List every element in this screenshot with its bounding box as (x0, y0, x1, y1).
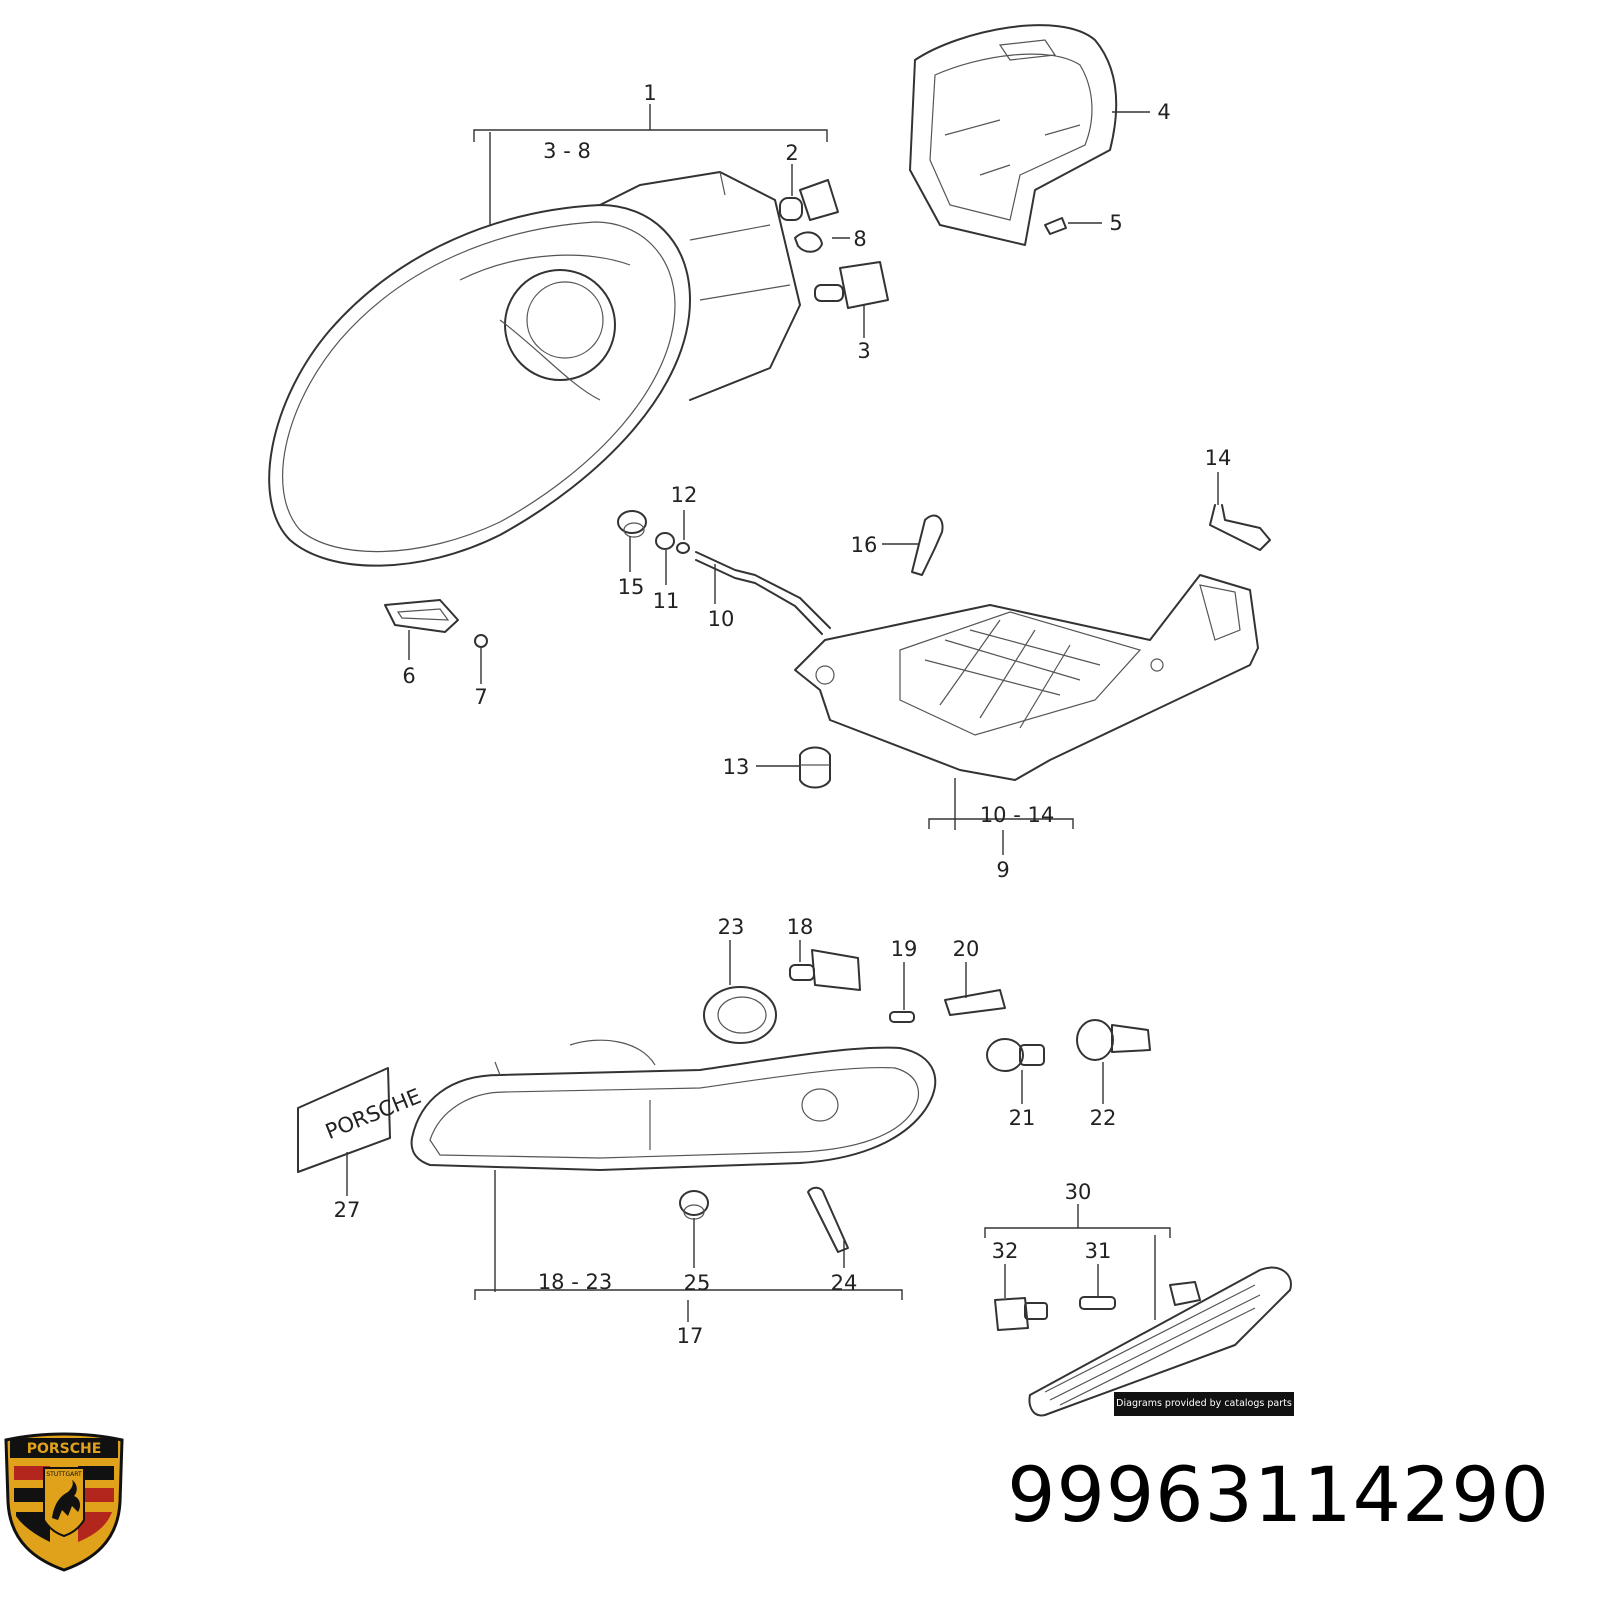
callout-24: 24 (831, 1271, 858, 1295)
callout-8: 8 (853, 227, 866, 251)
clip-14 (1209, 504, 1271, 551)
bulb-18 (789, 949, 861, 991)
callout-25: 25 (684, 1271, 711, 1295)
callout-3: 3 (857, 339, 870, 363)
rear-cover-4 (909, 24, 1118, 246)
callout-11: 11 (653, 589, 680, 613)
holder-32 (994, 1297, 1048, 1331)
callout-22: 22 (1090, 1106, 1117, 1130)
callout-1: 1 (643, 81, 656, 105)
callout-17: 17 (677, 1324, 704, 1348)
leader-lines (346, 104, 1219, 1322)
callout-23: 23 (718, 915, 745, 939)
bulb-31 (1079, 1296, 1116, 1310)
socket-22 (1076, 1019, 1151, 1061)
callout-5: 5 (1109, 211, 1122, 235)
washer-12 (676, 542, 690, 554)
headlamp-unit (268, 171, 801, 567)
callout-4: 4 (1157, 100, 1170, 124)
bulb-19 (889, 1011, 915, 1023)
callout-27: 27 (334, 1198, 361, 1222)
callout-9: 9 (996, 858, 1009, 882)
callout-7: 7 (474, 685, 487, 709)
reflector-6 (384, 599, 459, 633)
grommet-15 (617, 510, 647, 538)
callout-30: 30 (1065, 1180, 1092, 1204)
decal-27: PORSCHE (297, 1067, 424, 1173)
callout-19: 19 (891, 937, 918, 961)
bulb-3 (814, 261, 889, 309)
bracket-16 (911, 514, 944, 576)
grommet-13 (799, 746, 831, 789)
callout-32: 32 (992, 1239, 1019, 1263)
rod-10 (695, 551, 831, 635)
callout-14: 14 (1205, 446, 1232, 470)
side-marker-30 (1028, 1266, 1292, 1417)
mounting-bracket-9 (794, 574, 1259, 781)
callout-18: 18 (787, 915, 814, 939)
callout-31: 31 (1085, 1239, 1112, 1263)
callout-20: 20 (953, 937, 980, 961)
callout-9-range: 10 - 14 (980, 803, 1054, 827)
bulb-21 (986, 1038, 1045, 1072)
diagram-credit: Diagrams provided by catalogs parts (1114, 1392, 1294, 1416)
callout-21: 21 (1009, 1106, 1036, 1130)
indicator-unit (410, 1039, 937, 1171)
logo-top-text: PORSCHE (27, 1441, 102, 1457)
screw-5 (1044, 217, 1067, 235)
screw-7 (474, 634, 488, 648)
nut-11 (655, 532, 675, 550)
horse-icon (52, 1480, 81, 1520)
callout-15: 15 (618, 575, 645, 599)
clip-8 (794, 231, 823, 253)
bulb-2 (779, 179, 839, 221)
callout-13: 13 (723, 755, 750, 779)
grommet-25 (679, 1190, 709, 1220)
decal-text: PORSCHE (322, 1084, 424, 1144)
callout-labels: 1 3 - 8 2 8 3 4 5 6 7 15 11 12 10 16 14 … (334, 81, 1232, 1348)
callout-6: 6 (402, 664, 415, 688)
callout-1-range: 3 - 8 (543, 139, 591, 163)
callout-12: 12 (671, 483, 698, 507)
logo-mid-text: STUTTGART (46, 1471, 82, 1478)
tube-24 (807, 1186, 849, 1253)
callout-16: 16 (851, 533, 878, 557)
seal-23 (703, 986, 777, 1044)
callout-10: 10 (708, 607, 735, 631)
callout-17-range: 18 - 23 (538, 1270, 612, 1294)
porsche-crest-logo: PORSCHE STUTTGART (4, 1432, 124, 1572)
holder-20 (944, 989, 1006, 1016)
callout-2: 2 (785, 141, 798, 165)
part-number: 99963114290 (1007, 1450, 1550, 1539)
